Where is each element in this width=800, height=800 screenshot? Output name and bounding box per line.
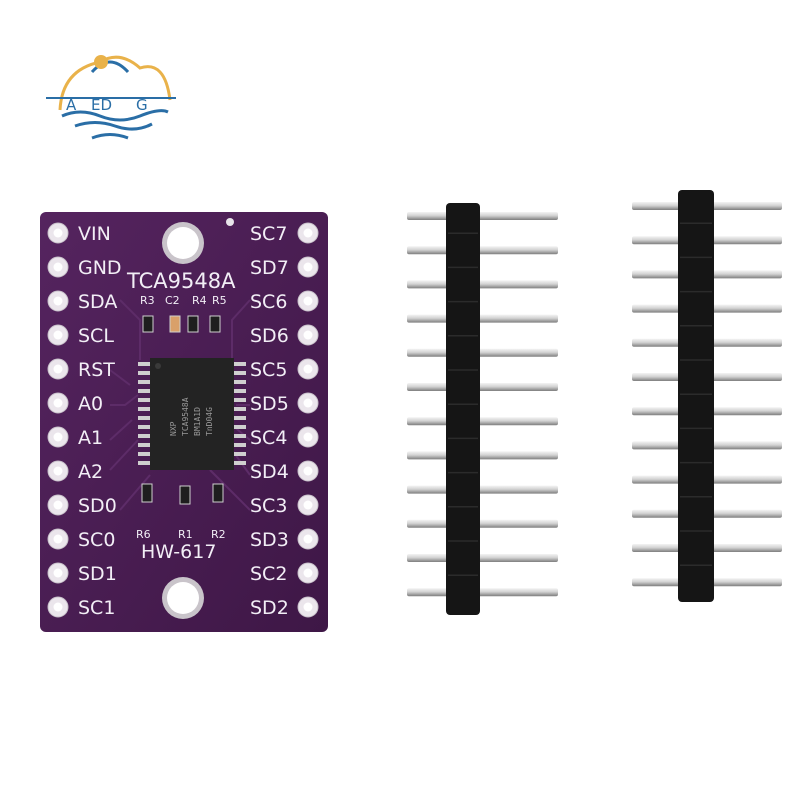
pin-label-sd1: SD1 [78, 563, 117, 585]
header-pin [407, 246, 558, 255]
pin-label-sd4: SD4 [250, 461, 289, 483]
pin-label-sc3: SC3 [250, 495, 287, 517]
board-model: HW-617 [141, 541, 216, 563]
header-pin [407, 383, 558, 391]
logo-letters-ed: ED [91, 96, 112, 114]
label-r1: R1 [178, 528, 193, 541]
pin-label-sc6: SC6 [250, 291, 287, 313]
label-c2: C2 [165, 294, 180, 307]
pin-label-sc7: SC7 [250, 223, 287, 245]
pin-label-sd6: SD6 [250, 325, 289, 347]
pin-label-rst: RST [78, 359, 115, 381]
label-r5: R5 [212, 294, 227, 307]
label-r4: R4 [192, 294, 207, 307]
pin-label-sc1: SC1 [78, 597, 115, 619]
tca9548a-chip: NXP TCA9548A BM1A1D TnD04G [138, 358, 246, 470]
header-pin [407, 451, 558, 460]
pin-header-strip-left [407, 203, 558, 615]
chip-line-3: BM1A1D [193, 407, 202, 436]
pin-label-sd5: SD5 [250, 393, 289, 415]
pin-label-sd0: SD0 [78, 495, 117, 517]
pin-label-vin: VIN [78, 223, 111, 245]
pin-label-scl: SCL [78, 325, 114, 347]
header-pin [407, 212, 558, 220]
pin-label-gnd: GND [78, 257, 122, 279]
header-pin [407, 417, 558, 426]
pin-label-a2: A2 [78, 461, 103, 483]
pin-label-sc2: SC2 [250, 563, 287, 585]
pin-label-a0: A0 [78, 393, 103, 415]
tca9548a-breakout-board: VIN GND SDA SCL RST A0 A1 A2 SD0 SC0 SD1… [40, 212, 328, 632]
logo-letter-a: A [66, 96, 77, 114]
smd-components-top [142, 315, 221, 333]
pin-label-sd2: SD2 [250, 597, 289, 619]
header-pin [407, 314, 558, 323]
chip-line-1: NXP [169, 421, 178, 436]
pin-label-sd3: SD3 [250, 529, 289, 551]
pin-header-strip-right [632, 190, 782, 602]
label-r2: R2 [211, 528, 226, 541]
board-title: TCA9548A [126, 269, 236, 293]
pin-label-sc5: SC5 [250, 359, 287, 381]
pin-label-sda: SDA [78, 291, 117, 313]
header-pin [407, 588, 558, 597]
label-r3: R3 [140, 294, 155, 307]
logo-letter-g: G [136, 96, 148, 114]
chip-line-2: TCA9548A [181, 397, 190, 436]
pin-label-sc4: SC4 [250, 427, 287, 449]
label-r6: R6 [136, 528, 151, 541]
brand-logo: A ED G [46, 55, 176, 140]
pin-label-sd7: SD7 [250, 257, 289, 279]
pin-label-sc0: SC0 [78, 529, 115, 551]
smd-components-bottom [141, 483, 224, 505]
header-pin [407, 519, 558, 528]
chip-line-4: TnD04G [205, 407, 214, 436]
pin-label-a1: A1 [78, 427, 103, 449]
header-pin [407, 485, 558, 494]
header-pin [407, 280, 558, 289]
header-pin [407, 554, 558, 562]
header-pin [407, 348, 558, 357]
